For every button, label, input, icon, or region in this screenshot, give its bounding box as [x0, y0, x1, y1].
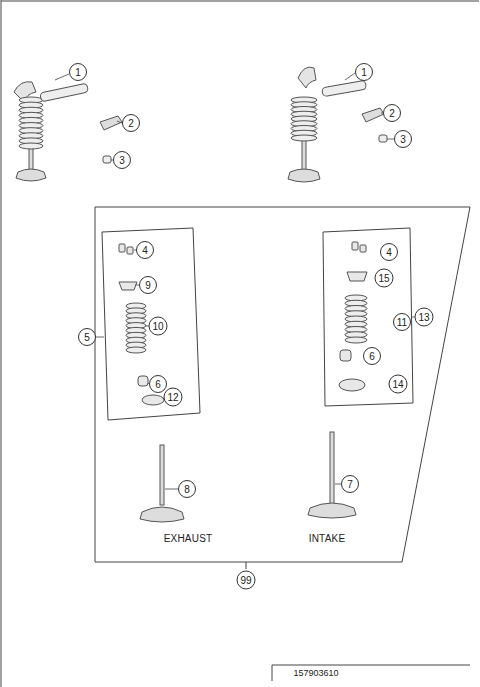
part-caption: INTAKE — [307, 533, 348, 544]
rocker-piece — [362, 108, 384, 122]
intake-kit-parts — [308, 242, 367, 518]
shaft — [322, 80, 367, 97]
spring-coil — [19, 143, 43, 149]
callout-number: 3 — [113, 151, 131, 169]
document-number: 157903610 — [291, 668, 340, 678]
spring-coil — [345, 337, 367, 343]
callout-number: 6 — [363, 347, 381, 365]
callout-number: 99 — [237, 571, 256, 590]
callout-number: 11 — [393, 313, 411, 331]
part-caption: EXHAUST — [162, 533, 215, 544]
callout-number: 1 — [69, 63, 87, 81]
callout-number: 15 — [375, 269, 394, 288]
exhaust-kit-parts — [119, 244, 184, 522]
spring-coil — [126, 347, 146, 353]
callout-number: 6 — [149, 375, 167, 393]
exhaust-kit-panel — [102, 228, 200, 420]
callout-number: 3 — [394, 130, 412, 148]
kit-outline — [95, 207, 470, 562]
intake-kit-panel — [323, 228, 413, 406]
callout-number: 8 — [178, 480, 196, 498]
docno-rule — [272, 665, 470, 666]
leader-lines — [55, 73, 415, 489]
left-valve-assembly — [14, 82, 122, 181]
callout-number: 9 — [139, 276, 157, 294]
callout-number: 4 — [380, 243, 398, 261]
callout-number: 1 — [355, 63, 373, 81]
rocker-arm — [298, 67, 316, 88]
spring-coil — [291, 135, 317, 141]
callout-number: 7 — [341, 475, 359, 493]
shaft — [40, 83, 89, 102]
callout-number: 14 — [389, 375, 408, 394]
callout-number: 10 — [149, 317, 168, 336]
valve-head — [16, 169, 46, 181]
callout-number: 5 — [78, 328, 96, 346]
rocker-piece — [100, 116, 122, 130]
callout-number: 13 — [415, 308, 434, 327]
callout-number: 2 — [122, 114, 140, 132]
small-piece — [379, 135, 387, 142]
small-piece — [103, 156, 111, 163]
right-valve-assembly — [288, 67, 387, 182]
callout-number: 4 — [136, 241, 154, 259]
callout-number: 2 — [383, 104, 401, 122]
valve-head — [288, 169, 320, 182]
callout-number: 12 — [164, 388, 183, 407]
